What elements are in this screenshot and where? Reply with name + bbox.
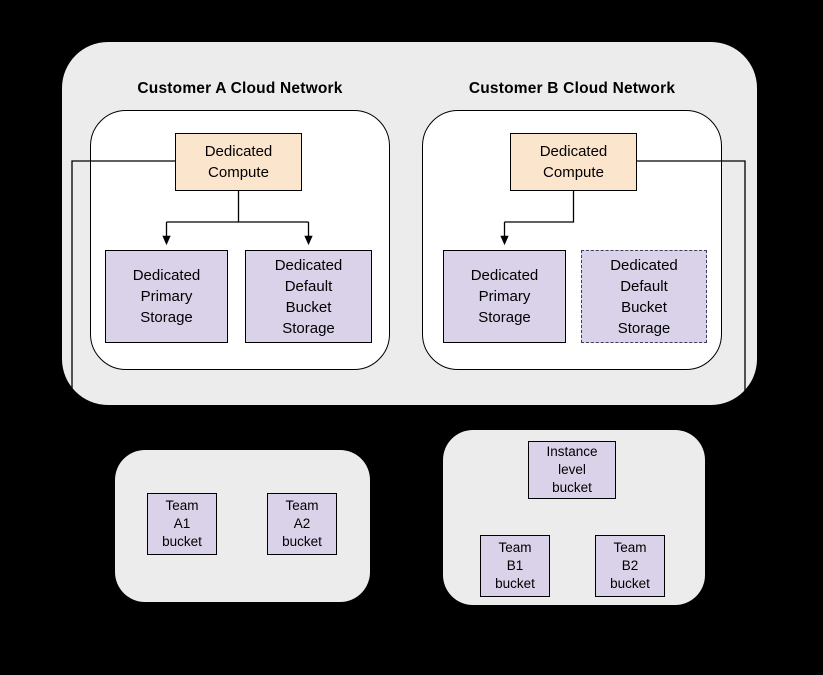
network-b-dedicated-compute-node: Dedicated Compute: [510, 133, 637, 191]
network-b-default-bucket-storage-node-dashed: Dedicated Default Bucket Storage: [581, 250, 707, 343]
network-a-title: Customer A Cloud Network: [137, 80, 343, 97]
team-a1-bucket-node: Team A1 bucket: [147, 493, 217, 555]
team-b2-bucket-node: Team B2 bucket: [595, 535, 665, 597]
team-a2-bucket-node: Team A2 bucket: [267, 493, 337, 555]
network-b-title: Customer B Cloud Network: [468, 80, 676, 97]
team-b1-bucket-node: Team B1 bucket: [480, 535, 550, 597]
network-b-primary-storage-node: Dedicated Primary Storage: [443, 250, 566, 343]
instance-level-bucket-node: Instance level bucket: [528, 441, 616, 499]
network-a-primary-storage-node: Dedicated Primary Storage: [105, 250, 228, 343]
network-a-default-bucket-storage-node: Dedicated Default Bucket Storage: [245, 250, 372, 343]
network-a-dedicated-compute-node: Dedicated Compute: [175, 133, 302, 191]
